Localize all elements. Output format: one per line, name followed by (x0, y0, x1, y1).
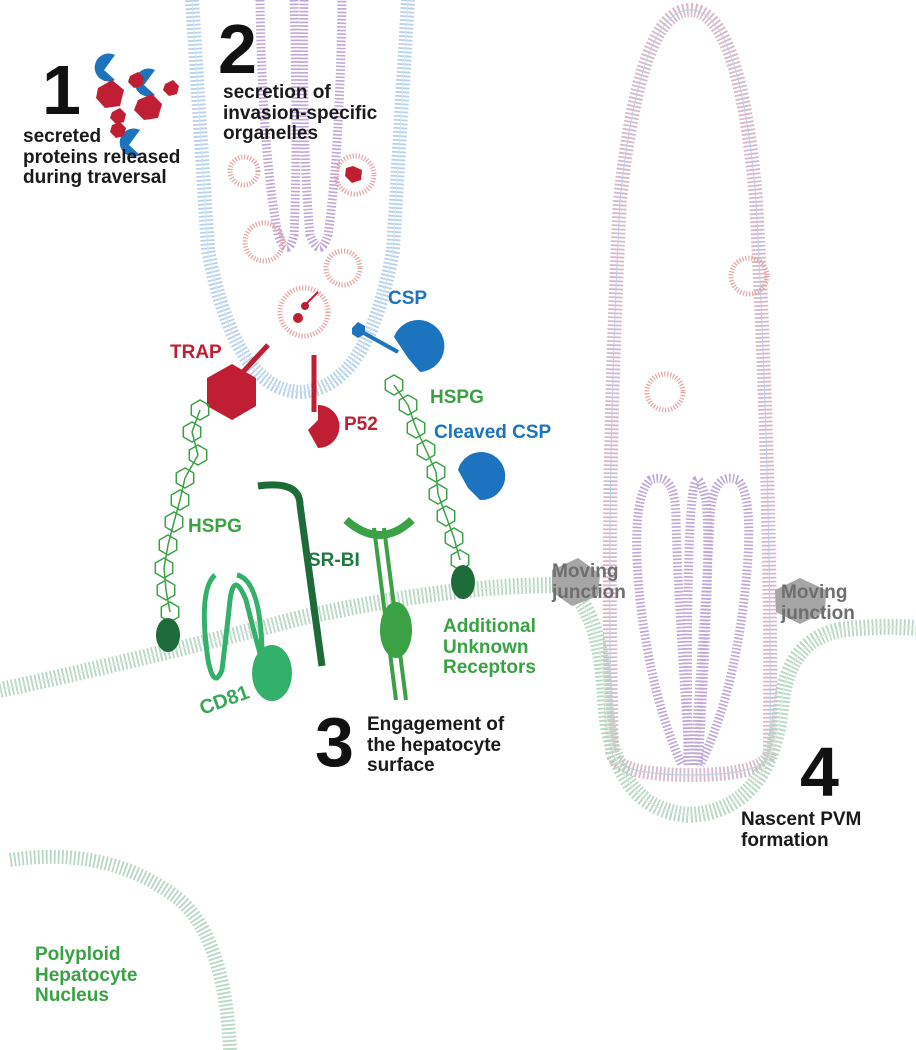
hspg-link (191, 409, 201, 433)
cleaved-csp-label: Cleaved CSP (434, 422, 552, 443)
cleaved-csp-protein (458, 452, 506, 501)
vesicles-invading (644, 255, 770, 413)
trap-protein (207, 343, 270, 420)
trap-label: TRAP (170, 342, 222, 363)
moving-junction-right-label: Moving junction (781, 582, 855, 624)
step-3-caption: Engagement of the hepatocyte surface (367, 714, 505, 777)
parasite-top (185, 0, 415, 400)
moving-junction-right (775, 578, 826, 624)
hspg-left-label: HSPG (188, 516, 242, 537)
sr-bi-receptor (257, 481, 326, 667)
hspg-link (165, 589, 171, 613)
hspg-link (167, 521, 175, 546)
hspg-link (445, 515, 455, 539)
cd81-domain (252, 645, 292, 701)
hspg-link (179, 477, 186, 501)
secretory-cargo (345, 166, 362, 183)
hspg-link (163, 567, 167, 591)
hspg-link (191, 431, 199, 456)
additional-receptor (343, 516, 415, 701)
cd81-receptor (201, 572, 265, 681)
hspg-hexagon (190, 399, 210, 421)
rhoptry-pair-top (255, 0, 347, 252)
rhoptry-pair-invading (632, 474, 754, 767)
hspg-hexagon (154, 557, 174, 579)
step-4-number: 4 (800, 733, 839, 811)
hspg-link (435, 471, 439, 495)
hspg-hexagon (416, 439, 436, 461)
vesicles-top (227, 153, 377, 339)
hspg-chain-left (154, 399, 210, 623)
additional-receptors-label: Additional Unknown Receptors (443, 616, 536, 679)
step-1-number: 1 (42, 51, 81, 129)
csp-label: CSP (388, 288, 428, 309)
step-4-caption: Nascent PVM formation (741, 809, 862, 851)
p52-label: P52 (344, 414, 378, 435)
hspg-hexagon (406, 417, 426, 439)
hspg-hexagon (182, 421, 202, 443)
hspg-link (184, 454, 199, 479)
sr-bi-label: SR-BI (308, 550, 360, 571)
hspg-hexagon (164, 511, 184, 533)
secreted-proteins (94, 53, 179, 157)
hspg-link (437, 493, 447, 517)
step-1-caption: secreted proteins released during traver… (23, 126, 181, 189)
csp-protein (352, 320, 445, 372)
hspg-hexagon (436, 505, 456, 527)
step-3-number: 3 (315, 703, 354, 781)
hspg-hexagon (444, 527, 464, 549)
hspg-hexagon (175, 467, 195, 489)
hspg-hexagon (384, 374, 404, 396)
hspg-chain-right (384, 374, 470, 571)
hspg-hexagon (170, 489, 190, 511)
hspg-link (393, 384, 409, 406)
hspg-hexagon (158, 534, 178, 556)
hspg-link (415, 427, 427, 451)
nucleus-envelope (8, 849, 237, 1050)
hspg-hexagon (398, 394, 418, 416)
hspg-link (173, 499, 181, 523)
hspg-hexagon (426, 461, 446, 483)
nucleus-label: Polyploid Hepatocyte Nucleus (35, 944, 138, 1007)
hspg-link (453, 537, 461, 561)
hspg-anchor-left (156, 618, 180, 652)
hspg-link (163, 544, 169, 569)
hspg-hexagon (188, 444, 208, 466)
hspg-hexagon (156, 579, 176, 601)
hspg-link (407, 404, 417, 429)
secretory-cargo-small (293, 291, 319, 323)
parasite-invading (602, 2, 778, 783)
hspg-anchor-right (451, 565, 475, 599)
hspg-hexagon (428, 483, 448, 505)
moving-junction-left-label: Moving junction (552, 561, 626, 603)
hspg-link (425, 449, 437, 473)
hspg-right-label: HSPG (430, 387, 484, 408)
moving-junction-left (552, 558, 600, 606)
step-2-number: 2 (218, 10, 257, 88)
p52-protein (308, 355, 340, 448)
step-2-caption: secretion of invasion-specific organelle… (223, 82, 378, 145)
